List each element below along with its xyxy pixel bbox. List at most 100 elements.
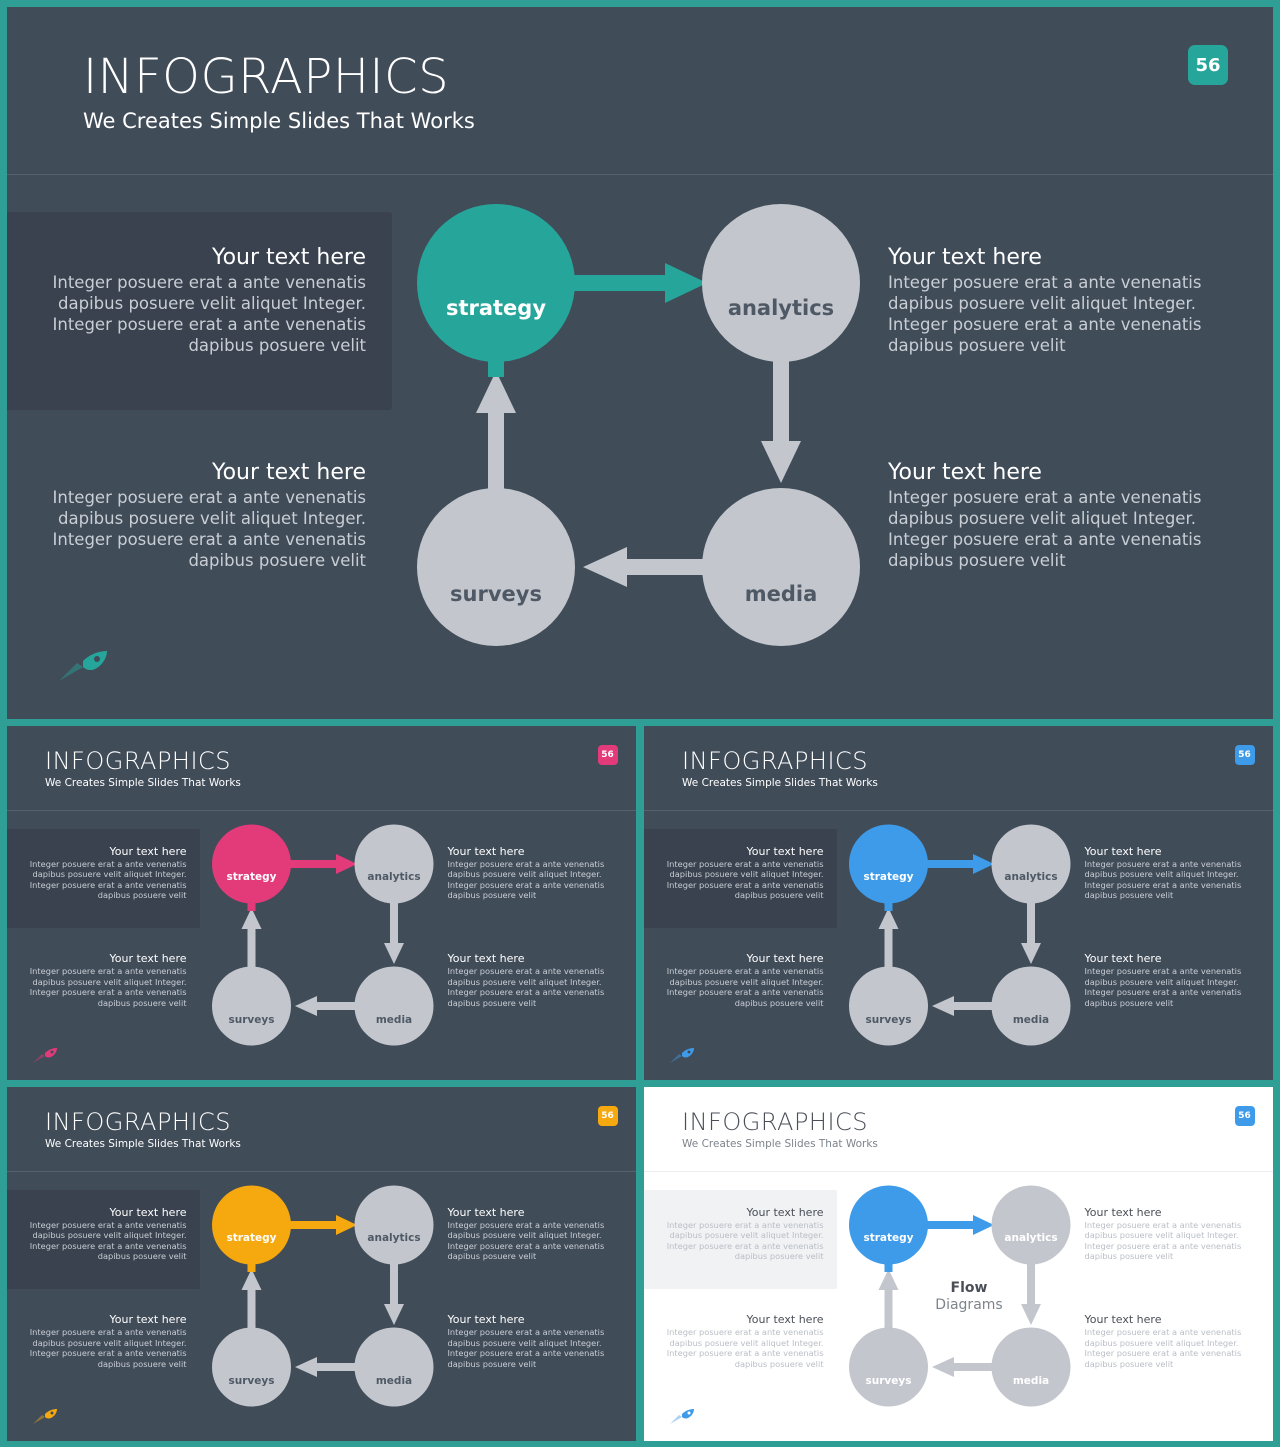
arrow-media-surveys-shaft: [951, 1002, 999, 1010]
text-block-line: Integer posuere erat a ante venenatis: [447, 858, 605, 869]
arrow-analytics-media-shaft: [773, 353, 789, 448]
arrow-surveys-strategy-head: [241, 1269, 262, 1290]
arrow-strategy-analytics-shaft: [567, 275, 667, 291]
node-strategy: [417, 204, 575, 362]
arrow-strategy-analytics-shaft: [924, 1221, 974, 1229]
text-block-line: Integer posuere erat a ante venenatis: [888, 315, 1202, 334]
node-surveys: [849, 1327, 928, 1407]
text-block-line: dapibus posuere velit aliquet Integer.: [888, 294, 1196, 313]
text-block-line: Integer posuere erat a ante venenatis: [1084, 1219, 1242, 1230]
text-block-line: dapibus posuere velit: [447, 1251, 537, 1261]
node-label-strategy: strategy: [446, 296, 546, 320]
text-block-line: Integer posuere erat a ante venenatis: [666, 1219, 824, 1230]
arrow-strategy-analytics-shaft: [924, 860, 974, 868]
node-strategy: [849, 824, 928, 904]
rocket-icon: [33, 1048, 57, 1063]
text-block-line: dapibus posuere velit: [1084, 1358, 1174, 1369]
text-block-heading: Your text here: [109, 844, 187, 858]
node-media: [991, 1327, 1071, 1407]
text-block-line: Integer posuere erat a ante venenatis: [666, 966, 824, 976]
text-block-heading: Your text here: [447, 1313, 525, 1326]
text-block-line: Integer posuere erat a ante venenatis: [29, 966, 187, 976]
text-block-line: dapibus posuere velit aliquet Integer.: [32, 1230, 187, 1240]
node-label-strategy: strategy: [226, 871, 276, 883]
node-label-analytics: analytics: [728, 296, 834, 320]
node-label-surveys: surveys: [866, 1375, 912, 1387]
arrow-media-surveys-head: [932, 1357, 954, 1377]
node-analytics: [354, 824, 434, 904]
highlight-box: [644, 1189, 837, 1289]
text-block-line: Integer posuere erat a ante venenatis: [29, 1219, 187, 1230]
node-strategy: [212, 1185, 291, 1265]
header-divider: [644, 1170, 1273, 1172]
text-block-line: Integer posuere erat a ante venenatis: [888, 273, 1202, 292]
slide-title: INFOGRAPHICS: [45, 747, 232, 775]
center-label-title: Flow: [950, 1280, 988, 1296]
node-label-media: media: [376, 1014, 412, 1026]
text-block-line: Integer posuere erat a ante venenatis: [29, 1240, 187, 1251]
node-media: [702, 488, 860, 646]
node-media: [354, 1327, 434, 1407]
highlight-box: [7, 212, 392, 410]
arrow-media-surveys-shaft: [951, 1363, 999, 1371]
node-surveys: [849, 966, 928, 1046]
text-block-line: Integer posuere erat a ante venenatis: [52, 488, 366, 507]
text-block-heading: Your text here: [212, 460, 366, 485]
node-analytics: [991, 1185, 1071, 1265]
node-analytics: [702, 204, 860, 362]
node-label-analytics: analytics: [1004, 871, 1057, 883]
node-surveys: [212, 1327, 291, 1407]
text-block-line: dapibus posuere velit aliquet Integer.: [447, 869, 602, 879]
text-block-line: Integer posuere erat a ante venenatis: [666, 1327, 824, 1337]
node-label-surveys: surveys: [229, 1014, 275, 1026]
arrow-analytics-media-shaft: [1027, 899, 1035, 947]
text-block-line: dapibus posuere velit: [97, 997, 187, 1008]
text-block-heading: Your text here: [447, 1205, 525, 1219]
text-block-line: Integer posuere erat a ante venenatis: [666, 879, 824, 890]
arrow-analytics-media-shaft: [390, 899, 398, 947]
arrow-strategy-analytics-head: [336, 854, 357, 874]
header-divider: [7, 809, 636, 811]
slide-title: INFOGRAPHICS: [83, 49, 450, 105]
arrow-surveys-strategy-head: [476, 371, 516, 413]
text-block-line: Integer posuere erat a ante venenatis: [29, 987, 187, 997]
arrow-media-surveys-shaft: [314, 1363, 362, 1371]
text-block-line: Integer posuere erat a ante venenatis: [666, 858, 824, 869]
text-block-heading: Your text here: [888, 460, 1042, 485]
text-block-line: dapibus posuere velit: [447, 890, 537, 900]
text-block-heading: Your text here: [1084, 844, 1162, 858]
text-block-line: Integer posuere erat a ante venenatis: [666, 987, 824, 997]
node-label-strategy: strategy: [863, 871, 913, 883]
page-number-badge: 56: [1234, 1106, 1255, 1126]
node-label-strategy: strategy: [863, 1232, 913, 1244]
arrow-media-surveys-head: [295, 996, 317, 1016]
node-label-analytics: analytics: [367, 1232, 420, 1244]
text-block-line: dapibus posuere velit aliquet Integer.: [447, 1337, 602, 1348]
text-block-line: dapibus posuere velit aliquet Integer.: [447, 1230, 602, 1240]
text-block-heading: Your text here: [109, 952, 187, 965]
slide-subtitle: We Creates Simple Slides That Works: [682, 777, 878, 789]
text-block-line: dapibus posuere velit aliquet Integer.: [1084, 1230, 1239, 1240]
